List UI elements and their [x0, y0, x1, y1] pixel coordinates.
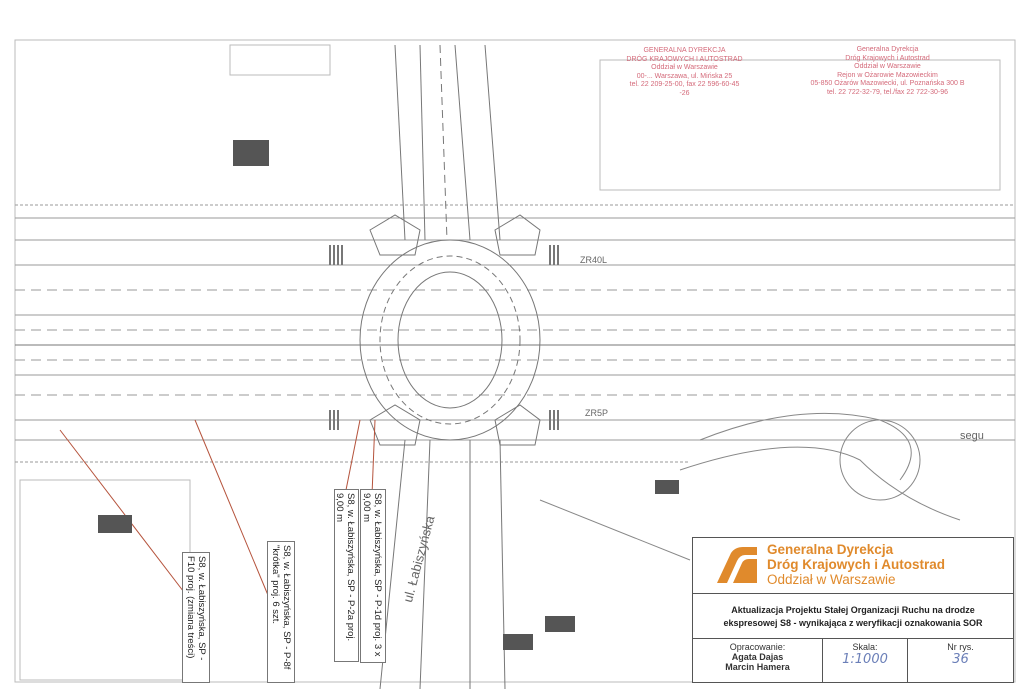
- ramps: [539, 412, 961, 561]
- crossing-islands: [369, 214, 541, 446]
- crosswalks: [329, 245, 559, 430]
- title-block-header: Generalna Dyrekcja Dróg Krajowych i Auto…: [693, 538, 1013, 594]
- stamp-line: Rejon w Ożarowie Mazowieckim: [837, 71, 938, 79]
- author: Agata Dajas: [731, 652, 784, 662]
- title-block: Generalna Dyrekcja Dróg Krajowych i Auto…: [692, 537, 1014, 683]
- roundabout: [359, 239, 541, 441]
- scale-cell: Skala: 1:1000: [823, 639, 908, 683]
- stamp-line: GENERALNA DYREKCJA: [643, 47, 726, 54]
- project-title-line: ekspresowej S8 - wynikająca z weryfikacj…: [723, 618, 983, 628]
- stamp-line: DRÓG KRAJOWYCH I AUTOSTRAD: [626, 55, 743, 63]
- south-road: [379, 439, 506, 689]
- scale-label: Skala:: [852, 642, 878, 652]
- scale-value: 1:1000: [842, 652, 888, 667]
- stamp-line: -26: [679, 89, 690, 97]
- org-branch: Oddział w Warszawie: [767, 572, 896, 587]
- org-name: Generalna Dyrekcja Dróg Krajowych i Auto…: [767, 542, 945, 587]
- stamp-line: tel. 22 209-25-00, fax 22 596-60-45: [629, 81, 740, 88]
- north-road: [394, 44, 501, 241]
- stamp-line: Oddział w Warszawie: [854, 63, 921, 70]
- stamp-gddkia-warsaw: GENERALNA DYREKCJA DRÓG KRAJOWYCH I AUTO…: [612, 47, 757, 98]
- ramp-label-zr5p: ZR5P: [585, 408, 609, 418]
- stamp-line: tel. 22 722-32-79, tel./fax 22 722-30-96: [826, 88, 949, 96]
- org-line: Generalna Dyrekcja: [767, 542, 894, 557]
- traffic-signs: [98, 140, 679, 650]
- project-title: Aktualizacja Projektu Stałej Organizacji…: [693, 594, 1013, 639]
- prepared-label: Opracowanie:: [729, 642, 786, 652]
- callout-f10: S8, w. Łabiszyńska, SP - F10 proj. (zmia…: [182, 552, 210, 683]
- callout-p8f: S8, w. Łabiszyńska, SP - P-8f "krótka" p…: [267, 541, 295, 683]
- sheet-frame: [14, 39, 1016, 683]
- stamp-line: Oddział w Warszawie: [651, 64, 718, 71]
- drawing-number-label: Nr rys.: [947, 642, 974, 652]
- ramp-label-zr40l: ZR40L: [580, 255, 608, 265]
- stamp-line: Dróg Krajowych i Autostrad: [845, 54, 930, 62]
- stamp-rejon-ozarow: Generalna Dyrekcja Dróg Krajowych i Auto…: [800, 46, 975, 97]
- drawing-number-cell: Nr rys. 36: [908, 639, 1013, 683]
- callout-leaders: [59, 419, 376, 601]
- gddkia-logo-icon: [717, 547, 757, 583]
- author: Marcin Hamera: [725, 662, 790, 672]
- callout-p2a: S8, w. Łabiszyńska, SP - P-2a proj. 9,00…: [334, 489, 359, 662]
- prepared-by-cell: Opracowanie: Agata Dajas Marcin Hamera: [693, 639, 823, 683]
- drawing-number-value: 36: [952, 652, 969, 667]
- org-line: Dróg Krajowych i Autostrad: [767, 557, 946, 572]
- segment-label: segu: [960, 430, 984, 442]
- stamp-line: 00-... Warszawa, ul. Mińska 25: [636, 72, 733, 80]
- stamp-line: Generalna Dyrekcja: [856, 46, 919, 53]
- project-title-line: Aktualizacja Projektu Stałej Organizacji…: [731, 605, 975, 615]
- callout-p1d: S8, w. Łabiszyńska, SP - P-1d proj. 3 x …: [360, 489, 386, 663]
- title-block-details: Opracowanie: Agata Dajas Marcin Hamera S…: [693, 639, 1013, 683]
- expressway-s8: [15, 204, 1015, 463]
- stamp-line: 05-850 Ożarów Mazowiecki, ul. Poznańska …: [810, 80, 965, 87]
